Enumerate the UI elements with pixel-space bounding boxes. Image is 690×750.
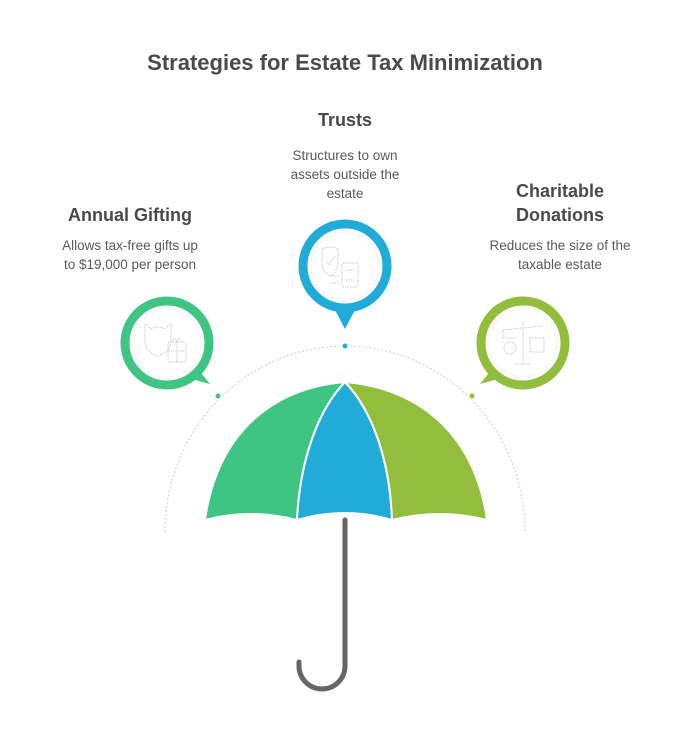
shield-document-icon <box>321 246 359 288</box>
annual-gifting-description: Allows tax-free gifts up to $19,000 per … <box>30 236 230 274</box>
annual-gifting-description-line: to $19,000 per person <box>63 257 197 272</box>
trusts-description-line: assets outside the <box>290 167 400 182</box>
annual-gifting-description-line: Allows tax-free gifts up <box>62 238 198 253</box>
trusts-description: Structures to own assets outside the est… <box>255 146 435 203</box>
arc-dot-blue <box>341 342 349 350</box>
charitable-donations-description-line: Reduces the size of the <box>489 238 631 253</box>
trusts-callout <box>298 219 392 329</box>
charitable-donations-description: Reduces the size of the taxable estate <box>460 236 660 274</box>
scale-money-icon <box>502 322 545 365</box>
trusts-description-line: Structures to own <box>292 148 398 163</box>
charitable-donations-title-line: Donations <box>516 205 604 225</box>
charitable-donations-title-line: Charitable <box>515 181 605 201</box>
annual-gifting-callout <box>120 296 214 390</box>
umbrella-handle <box>296 517 348 692</box>
trusts-description-line: estate <box>326 186 364 201</box>
diagram-title: Strategies for Estate Tax Minimization <box>147 50 543 75</box>
umbrella-canopy <box>204 381 488 521</box>
charitable-donations-callout <box>476 296 570 390</box>
charitable-donations-description-line: taxable estate <box>517 257 603 272</box>
shield-gift-icon <box>144 322 187 363</box>
trusts-title: Trusts <box>317 110 373 130</box>
annual-gifting-title: Annual Gifting <box>68 205 192 225</box>
arc-dot-lime <box>468 392 476 400</box>
canopy-panel-lime <box>344 381 488 521</box>
charitable-donations-title: Charitable Donations <box>470 179 650 227</box>
outer-arc <box>164 345 526 533</box>
arc-dot-green <box>214 392 222 400</box>
